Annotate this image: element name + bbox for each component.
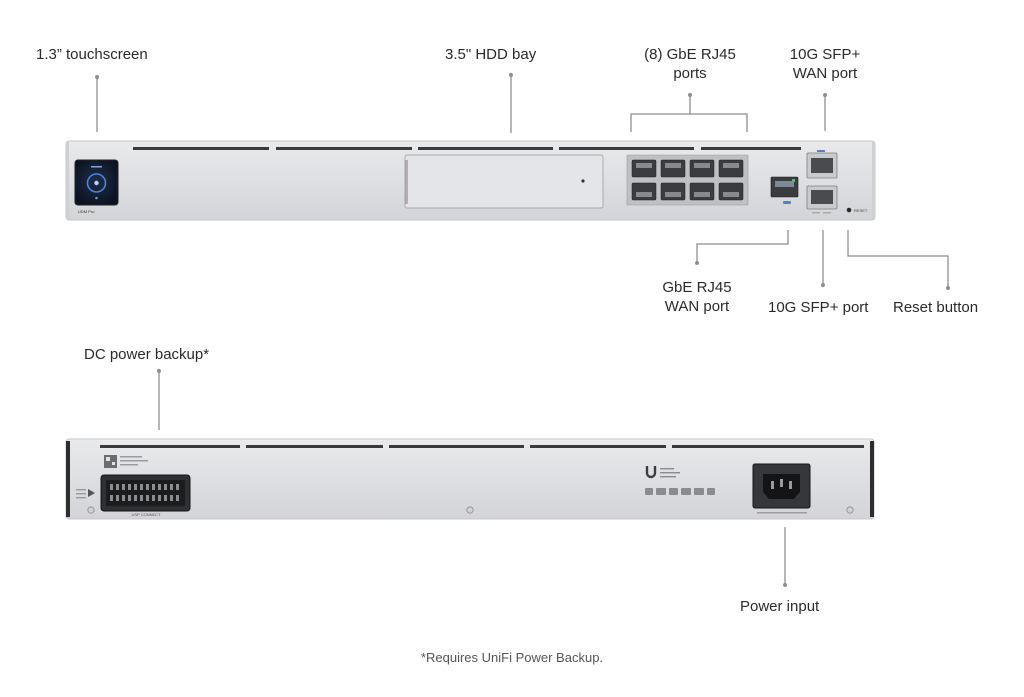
sfp-cages	[806, 150, 838, 214]
front-model-label: UDM Pro	[78, 209, 95, 214]
rj45-wan-port	[770, 176, 799, 204]
front-vents	[133, 147, 801, 150]
rear-info-label	[104, 455, 148, 468]
dc-connector-label: USP CONNECT	[131, 512, 161, 517]
screen-ring-icon	[86, 173, 107, 193]
arrow-icon	[88, 489, 95, 497]
leader-dots	[95, 73, 950, 587]
rear-panel: USP CONNECT	[65, 438, 875, 520]
power-inlet	[752, 463, 811, 514]
leader-lines	[96, 75, 949, 585]
reset-mark: RESET	[854, 208, 868, 213]
reset-button: RESET	[846, 207, 868, 213]
callout-rj45-wan: GbE RJ45 WAN port	[647, 278, 747, 316]
callout-dc-backup: DC power backup*	[84, 346, 210, 363]
callout-touchscreen: 1.3” touchscreen	[36, 46, 148, 63]
hdd-bay	[404, 154, 604, 209]
callout-rj45-wan-line1: GbE RJ45	[662, 279, 732, 296]
callout-sfp-wan-line1: 10G SFP+	[789, 46, 861, 63]
callout-power-input: Power input	[740, 598, 820, 615]
footnote: *Requires UniFi Power Backup.	[420, 650, 604, 665]
rear-vents	[100, 445, 864, 448]
dc-power-connector: USP CONNECT	[76, 474, 191, 517]
callout-sfp-port: 10G SFP+ port	[768, 299, 869, 316]
touchscreen: UDM Pro	[74, 159, 119, 214]
callout-rj45-wan-line2: WAN port	[664, 298, 730, 315]
ubiquiti-logo-icon	[645, 466, 657, 479]
cert-marks	[645, 468, 715, 495]
callout-rj45-ports: (8) GbE RJ45 ports	[620, 45, 760, 83]
callout-reset: Reset button	[893, 299, 979, 316]
rj45-port-block	[626, 154, 749, 206]
callout-rj45-ports-line2: ports	[673, 65, 707, 82]
front-panel: UDM Pro	[65, 140, 876, 221]
callout-rj45-ports-line1: (8) GbE RJ45	[644, 46, 736, 63]
callout-sfp-wan: 10G SFP+ WAN port	[770, 45, 880, 83]
callout-sfp-wan-line2: WAN port	[792, 65, 858, 82]
rear-screws	[87, 506, 854, 514]
callout-hdd-bay: 3.5" HDD bay	[445, 46, 537, 63]
